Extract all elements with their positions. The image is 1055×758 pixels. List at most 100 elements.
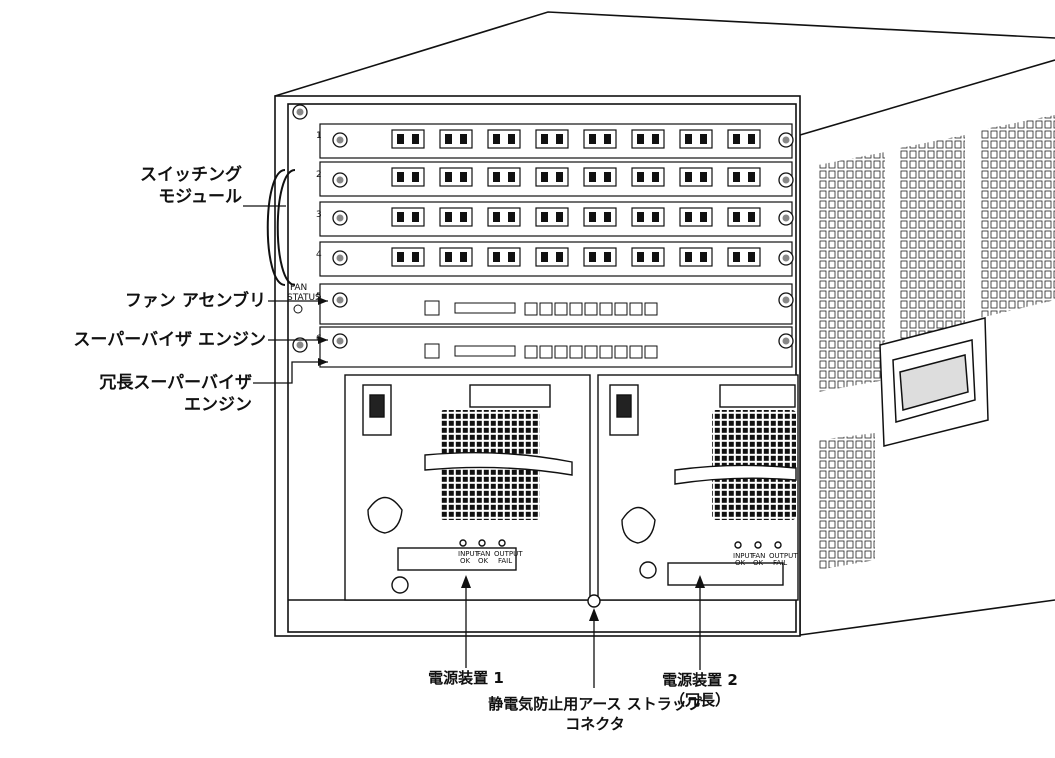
sfp-port-icon	[554, 302, 568, 316]
thumbscrew-center	[336, 176, 344, 184]
thumbscrew-center	[336, 337, 344, 345]
console-port-icon	[424, 343, 440, 359]
port-slot	[604, 252, 611, 262]
port-slot	[460, 252, 467, 262]
port-slot	[589, 212, 596, 222]
port-slot	[604, 172, 611, 182]
fiber-port-icon	[631, 207, 665, 227]
port-slot	[397, 252, 404, 262]
port-slot	[652, 134, 659, 144]
port-slot	[445, 252, 452, 262]
fiber-port-icon	[679, 129, 713, 149]
thumbscrew-center	[336, 136, 344, 144]
thumbscrew-center	[296, 108, 304, 116]
led-label: OUTPUT	[494, 550, 523, 558]
card-slot	[454, 345, 516, 357]
port-slot	[604, 134, 611, 144]
port-slot	[685, 134, 692, 144]
card-slot	[454, 302, 516, 314]
port-slot	[589, 172, 596, 182]
port-slot	[397, 172, 404, 182]
led-label: OUTPUT	[769, 552, 798, 560]
port-slot	[637, 212, 644, 222]
fiber-port-icon	[535, 247, 569, 267]
fiber-port-icon	[583, 207, 617, 227]
port-slot	[637, 172, 644, 182]
sfp-port-icon	[629, 345, 643, 359]
port-slot	[700, 212, 707, 222]
thumbscrew-center	[782, 296, 790, 304]
fiber-port-icon	[535, 207, 569, 227]
power-supply-2	[597, 374, 799, 601]
port-slot	[541, 252, 548, 262]
sfp-port-icon	[629, 302, 643, 316]
port-slot	[748, 252, 755, 262]
led-label: FAN	[752, 552, 765, 560]
fiber-port-icon	[391, 247, 425, 267]
fiber-port-icon	[535, 167, 569, 187]
port-slot	[493, 252, 500, 262]
port-slot	[460, 212, 467, 222]
fiber-port-icon	[679, 207, 713, 227]
port-slot	[541, 172, 548, 182]
led-label: FAIL	[498, 557, 512, 565]
fiber-port-icon	[487, 247, 521, 267]
port-slot	[556, 134, 563, 144]
port-slot	[589, 252, 596, 262]
port-slot	[733, 252, 740, 262]
esd-connector-icon	[587, 594, 601, 608]
port-slot	[700, 172, 707, 182]
port-slot	[652, 252, 659, 262]
console-port-icon	[424, 300, 440, 316]
port-slot	[700, 252, 707, 262]
port-slot	[460, 172, 467, 182]
port-slot	[445, 172, 452, 182]
port-slot	[412, 252, 419, 262]
thumbscrew-center	[336, 296, 344, 304]
switching-module-label: スイッチング モジュール	[140, 165, 242, 207]
port-slot	[508, 134, 515, 144]
redundant-supervisor-label: 冗長スーパーバイザ エンジン	[99, 373, 252, 415]
port-slot	[556, 212, 563, 222]
supervisor-engine-label: スーパーバイザ エンジン	[73, 330, 266, 350]
fiber-port-icon	[439, 247, 473, 267]
slot-number: 4	[316, 250, 322, 260]
port-slot	[445, 134, 452, 144]
port-slot	[412, 134, 419, 144]
port-slot	[700, 134, 707, 144]
psu1-label: 電源装置 1	[428, 669, 504, 687]
fiber-port-icon	[727, 167, 761, 187]
sfp-port-icon	[554, 345, 568, 359]
led-label: FAN	[477, 550, 490, 558]
port-slot	[589, 134, 596, 144]
sfp-port-icon	[599, 302, 613, 316]
fan-status: FAN STATUS	[287, 283, 321, 314]
port-slot	[412, 172, 419, 182]
port-slot	[733, 172, 740, 182]
port-slot	[604, 212, 611, 222]
led-label: OK	[478, 557, 489, 565]
sfp-port-icon	[644, 302, 658, 316]
fiber-port-icon	[679, 247, 713, 267]
port-slot	[733, 134, 740, 144]
port-slot	[637, 252, 644, 262]
slot-number: 1	[316, 131, 322, 141]
sfp-port-icon	[599, 345, 613, 359]
fan-status-label: FAN	[290, 283, 307, 293]
port-slot	[445, 212, 452, 222]
sfp-port-icon	[584, 345, 598, 359]
side-handle	[879, 317, 989, 447]
port-slot	[397, 212, 404, 222]
port-slot	[493, 212, 500, 222]
port-slot	[493, 172, 500, 182]
port-slot	[685, 212, 692, 222]
fiber-port-icon	[679, 167, 713, 187]
port-slot	[412, 212, 419, 222]
fiber-port-icon	[583, 167, 617, 187]
sfp-port-icon	[539, 345, 553, 359]
sfp-port-icon	[614, 345, 628, 359]
fiber-port-icon	[487, 167, 521, 187]
thumbscrew-center	[336, 214, 344, 222]
fan-assembly-label: ファン アセンブリ	[124, 291, 266, 311]
